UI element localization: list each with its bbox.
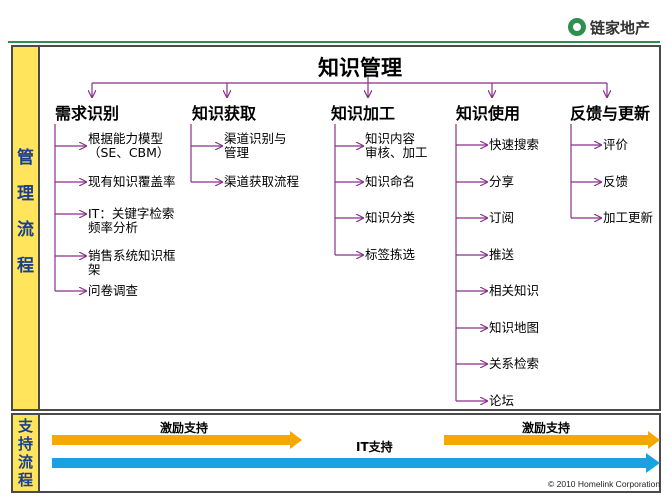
- side-char: 程: [17, 471, 33, 489]
- category-process: 知识加工: [331, 104, 396, 123]
- side-char: 持: [17, 435, 33, 453]
- list-item: 分享: [489, 174, 515, 189]
- incentive-support-label-left: 激励支持: [160, 421, 209, 435]
- side-char: 流: [17, 453, 33, 471]
- list-item: 现有知识覆盖率: [88, 174, 176, 189]
- list-item: 知识分类: [365, 210, 416, 225]
- side-char: 支: [17, 417, 33, 435]
- logo-icon: [568, 18, 586, 36]
- list-item: 论坛: [489, 393, 515, 408]
- side-char: 流: [17, 220, 34, 240]
- category-demand: 需求识别: [55, 104, 120, 123]
- list-item: 标签拣选: [365, 247, 416, 262]
- list-item: 问卷调查: [88, 283, 139, 298]
- brand-logo: 链家地产: [568, 14, 660, 40]
- category-use: 知识使用: [456, 104, 521, 123]
- copyright-text: © 2010 Homelink Corporation: [548, 479, 661, 489]
- category-feedback: 反馈与更新: [570, 104, 651, 123]
- list-item: 知识内容 审核、加工: [365, 131, 428, 160]
- side-char: 管: [17, 148, 34, 168]
- it-support-arrow: [52, 453, 660, 473]
- list-item: 知识命名: [365, 174, 416, 189]
- list-item: 评价: [603, 137, 629, 152]
- side-char: 程: [17, 256, 34, 276]
- incentive-arrow-left: [52, 431, 302, 449]
- band-divider: [38, 415, 40, 491]
- management-process-label: 管 理 流 程: [13, 146, 38, 278]
- list-item: 知识地图: [489, 320, 540, 335]
- side-char: 理: [17, 184, 34, 204]
- list-item: 渠道识别与 管理: [224, 131, 287, 160]
- list-item: 快速搜索: [489, 137, 540, 152]
- support-frame: [11, 413, 661, 493]
- diagram-title: 知识管理: [318, 56, 402, 80]
- list-item: 关系检索: [489, 356, 540, 371]
- category-acquire: 知识获取: [192, 104, 257, 123]
- it-support-label: IT支持: [356, 440, 393, 454]
- incentive-arrow-right: [444, 431, 660, 449]
- support-process-label: 支 持 流 程: [13, 417, 38, 489]
- band-divider: [38, 47, 40, 409]
- list-item: 订阅: [489, 210, 515, 225]
- list-item: IT：关键字检索 频率分析: [88, 206, 175, 235]
- list-item: 加工更新: [603, 210, 654, 225]
- support-band: [13, 415, 38, 491]
- list-item: 相关知识: [489, 283, 540, 298]
- brand-name: 链家地产: [590, 18, 651, 37]
- header-rule: [8, 41, 660, 43]
- list-item: 根据能力模型 （SE、CBM）: [88, 131, 170, 160]
- list-item: 推送: [489, 247, 515, 262]
- management-band: [13, 47, 38, 409]
- list-item: 渠道获取流程: [224, 174, 300, 189]
- incentive-support-label-right: 激励支持: [522, 421, 571, 435]
- list-item: 反馈: [603, 174, 629, 189]
- management-frame: [11, 45, 661, 411]
- list-item: 销售系统知识框 架: [88, 248, 176, 277]
